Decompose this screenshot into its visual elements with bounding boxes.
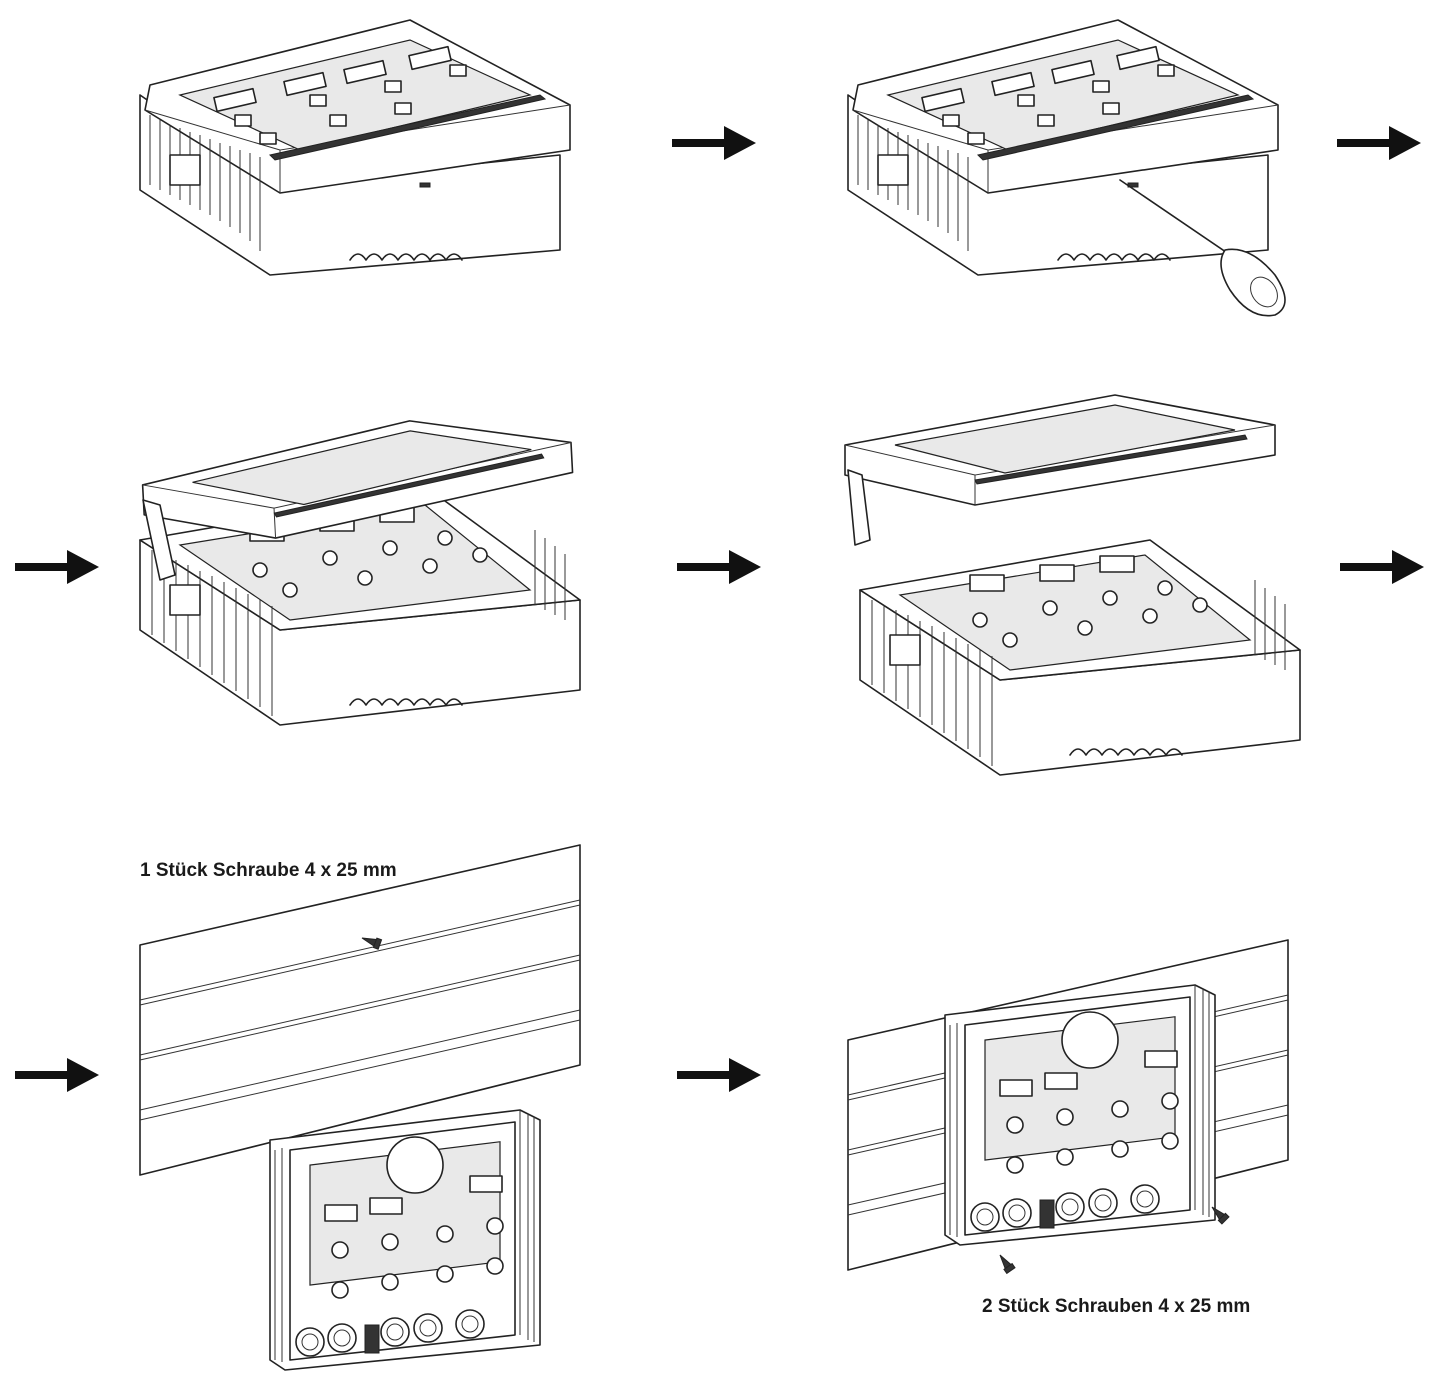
caption-two-screws: 2 Stück Schrauben 4 x 25 mm xyxy=(982,1296,1251,1317)
step-1-closed-box xyxy=(139,19,571,276)
step-2-box-with-screwdriver xyxy=(847,19,1279,276)
arrow-right-icon xyxy=(15,550,99,584)
screw-icon xyxy=(995,1251,1016,1274)
caption-single-screw: 1 Stück Schraube 4 x 25 mm xyxy=(140,860,397,881)
arrow-right-icon xyxy=(15,1058,99,1092)
arrow-right-icon xyxy=(677,1058,761,1092)
step-4-lid-removed xyxy=(844,394,1301,776)
arrow-right-icon xyxy=(1337,126,1421,160)
step-6-base-mounted xyxy=(847,939,1289,1274)
arrow-right-icon xyxy=(1340,550,1424,584)
screwdriver-icon xyxy=(1119,179,1286,317)
step-3-lid-lifting xyxy=(139,411,581,726)
arrow-right-icon xyxy=(677,550,761,584)
arrow-right-icon xyxy=(672,126,756,160)
step-5-wall-single-screw xyxy=(139,844,581,1371)
